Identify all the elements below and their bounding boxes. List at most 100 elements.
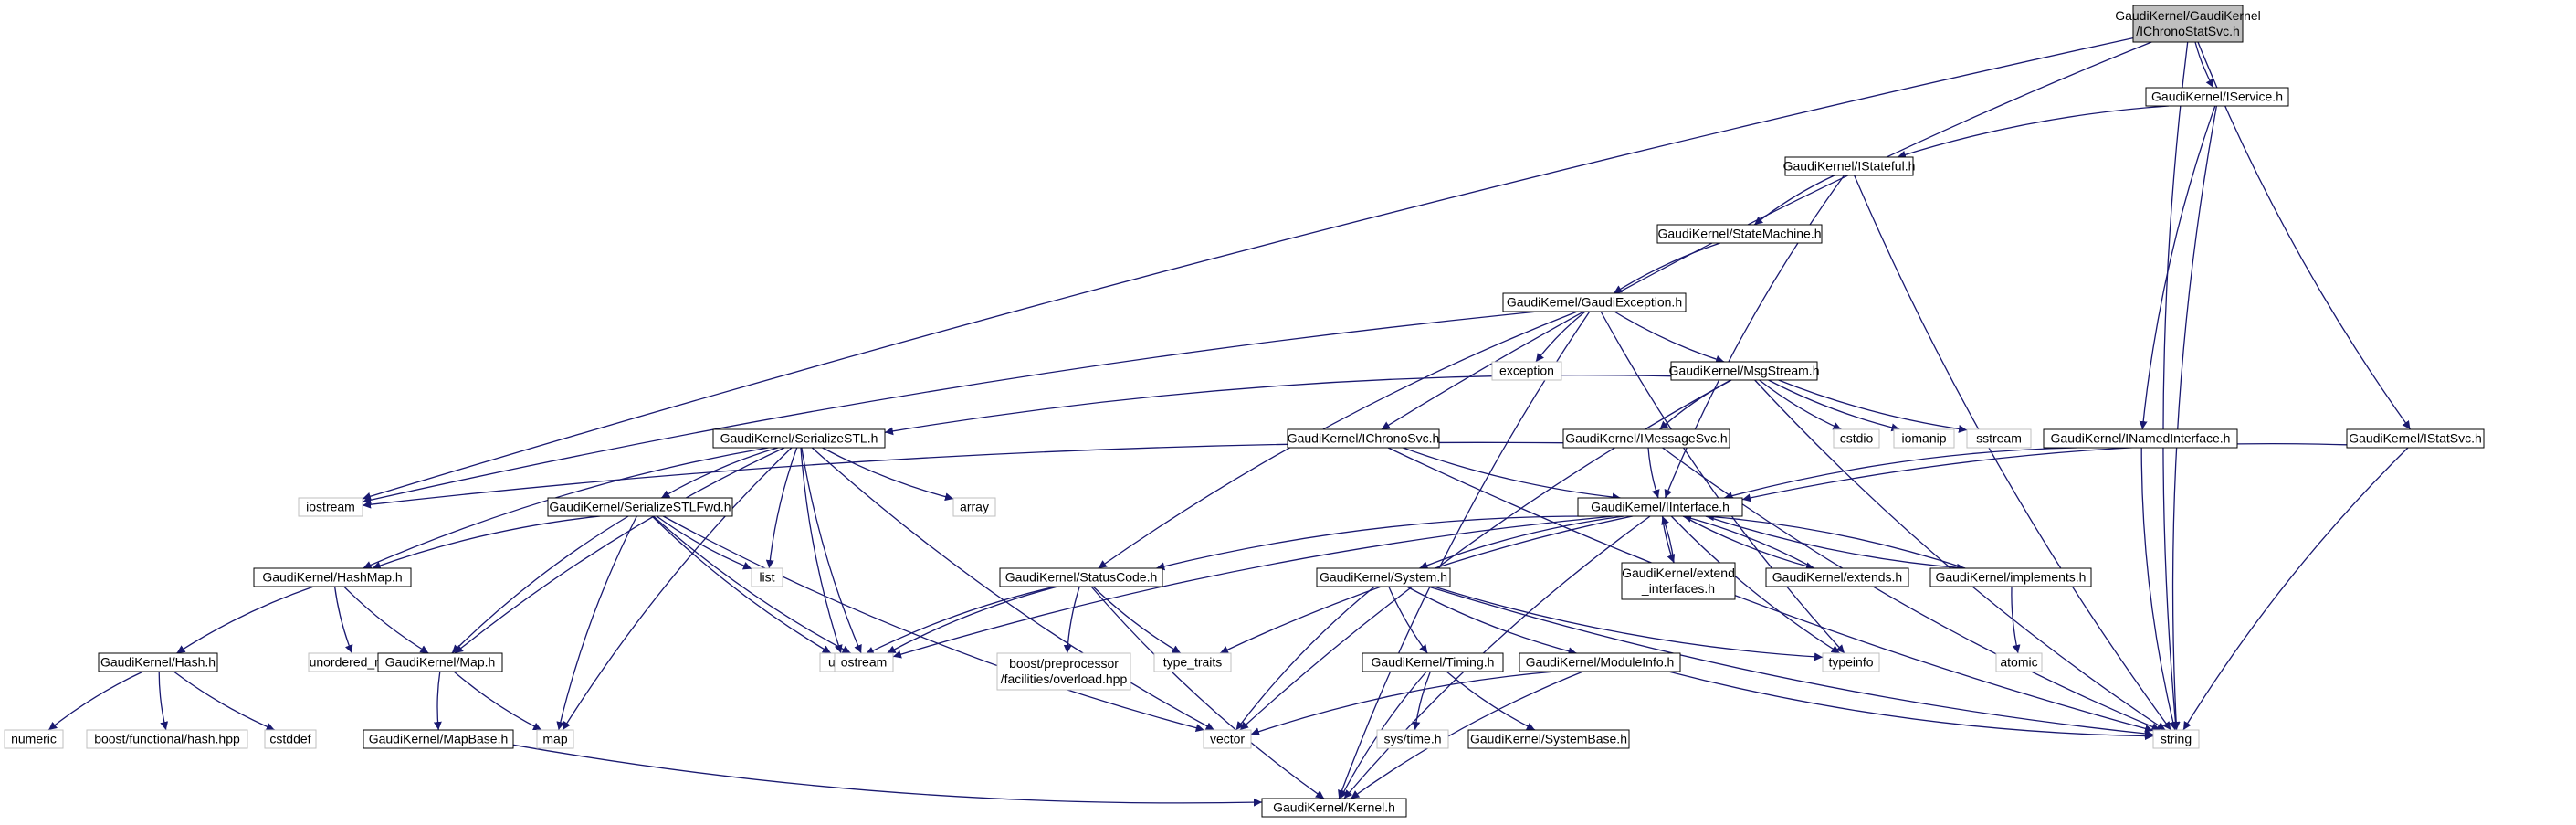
edge-system-to-timing bbox=[1388, 586, 1428, 654]
node-atomic-label: atomic bbox=[2000, 655, 2037, 670]
node-iservice[interactable]: GaudiKernel/IService.h bbox=[2145, 87, 2289, 107]
node-inamedinterface[interactable]: GaudiKernel/INamedInterface.h bbox=[2043, 428, 2238, 449]
node-imessagesvc[interactable]: GaudiKernel/IMessageSvc.h bbox=[1562, 428, 1730, 449]
edge-serializestl-to-serializestlfwd bbox=[660, 447, 778, 499]
node-serializestl-label: GaudiKernel/SerializeSTL.h bbox=[720, 431, 878, 446]
node-inamedinterface-label: GaudiKernel/INamedInterface.h bbox=[2051, 431, 2231, 446]
edge-hashmap-to-unordered_map bbox=[333, 586, 353, 654]
node-istatsvc[interactable]: GaudiKernel/IStatSvc.h bbox=[2346, 428, 2485, 449]
node-iostream-box bbox=[298, 497, 363, 517]
node-mapbase[interactable]: GaudiKernel/MapBase.h bbox=[363, 729, 514, 749]
edge-serializestl-to-map_h bbox=[454, 447, 785, 654]
node-numeric-box bbox=[4, 729, 64, 749]
edge-system-to-typeinfo bbox=[1433, 586, 1824, 661]
edge-ichronosvc-to-string bbox=[1387, 447, 2154, 733]
edge-statuscode-to-utility bbox=[865, 586, 1057, 655]
node-implements[interactable]: GaudiKernel/implements.h bbox=[1929, 567, 2092, 587]
edge-statuscode-to-type_traits bbox=[1092, 586, 1182, 654]
edge-root-to-string bbox=[2162, 41, 2189, 731]
node-extend_interfaces-box bbox=[1621, 562, 1736, 600]
node-map_h-label: GaudiKernel/Map.h bbox=[385, 655, 496, 670]
node-map_h[interactable]: GaudiKernel/Map.h bbox=[377, 652, 503, 672]
node-gaudiexception[interactable]: GaudiKernel/GaudiException.h bbox=[1502, 292, 1687, 312]
node-istateful[interactable]: GaudiKernel/IStateful.h bbox=[1783, 156, 1916, 176]
node-map-label: map bbox=[542, 732, 567, 746]
edge-iinterface-to-typeinfo bbox=[1670, 515, 1841, 654]
node-cstddef-label: cstddef bbox=[269, 732, 310, 746]
edge-statuscode-to-kernel bbox=[1090, 586, 1325, 799]
node-serializestlfwd[interactable]: GaudiKernel/SerializeSTLFwd.h bbox=[547, 497, 733, 517]
node-root[interactable]: GaudiKernel/GaudiKernel/IChronoStatSvc.h bbox=[2115, 5, 2261, 43]
edge-system-to-moduleinfo bbox=[1406, 586, 1577, 656]
node-timing[interactable]: GaudiKernel/Timing.h bbox=[1362, 652, 1504, 672]
node-overload-box bbox=[996, 652, 1131, 691]
node-iinterface[interactable]: GaudiKernel/IInterface.h bbox=[1577, 497, 1743, 517]
edge-hash-to-boosthash bbox=[158, 671, 169, 731]
edge-root-to-iservice bbox=[2194, 41, 2214, 89]
node-iinterface-label: GaudiKernel/IInterface.h bbox=[1591, 500, 1730, 514]
edge-gaudiexception-to-typeinfo bbox=[1600, 311, 1845, 654]
node-cstdio-label: cstdio bbox=[1840, 431, 1874, 446]
node-map-box bbox=[536, 729, 574, 749]
node-moduleinfo[interactable]: GaudiKernel/ModuleInfo.h bbox=[1519, 652, 1681, 672]
node-iservice-label: GaudiKernel/IService.h bbox=[2151, 90, 2283, 104]
edge-iinterface-to-system bbox=[1419, 515, 1624, 569]
node-typeinfo: typeinfo bbox=[1822, 652, 1880, 672]
node-timing-label: GaudiKernel/Timing.h bbox=[1372, 655, 1495, 670]
node-implements-label: GaudiKernel/implements.h bbox=[1936, 570, 2087, 585]
node-boosthash-label: boost/functional/hash.hpp bbox=[94, 732, 240, 746]
node-list: list bbox=[751, 567, 783, 587]
node-extends[interactable]: GaudiKernel/extends.h bbox=[1765, 567, 1909, 587]
node-hash-label: GaudiKernel/Hash.h bbox=[100, 655, 216, 670]
edge-serializestl-to-hashmap bbox=[363, 447, 769, 569]
edge-imessagesvc-to-iostream bbox=[362, 441, 1564, 509]
node-kernel[interactable]: GaudiKernel/Kernel.h bbox=[1261, 798, 1407, 818]
node-statemachine-label: GaudiKernel/StateMachine.h bbox=[1658, 227, 1822, 241]
node-serializestlfwd-label: GaudiKernel/SerializeSTLFwd.h bbox=[549, 500, 731, 514]
edge-istatsvc-to-iinterface bbox=[1741, 442, 2348, 502]
node-ichronosvc-box bbox=[1287, 428, 1440, 449]
node-serializestl[interactable]: GaudiKernel/SerializeSTL.h bbox=[712, 428, 886, 449]
node-gaudiexception-box bbox=[1502, 292, 1687, 312]
node-string-box bbox=[2152, 729, 2200, 749]
node-systembase[interactable]: GaudiKernel/SystemBase.h bbox=[1467, 729, 1630, 749]
node-iinterface-box bbox=[1577, 497, 1743, 517]
node-systembase-box bbox=[1467, 729, 1630, 749]
node-statuscode[interactable]: GaudiKernel/StatusCode.h bbox=[999, 567, 1163, 587]
node-atomic: atomic bbox=[1995, 652, 2043, 672]
edge-gaudiexception-to-msgstream bbox=[1614, 311, 1725, 364]
node-hashmap[interactable]: GaudiKernel/HashMap.h bbox=[253, 567, 412, 587]
node-extend_interfaces[interactable]: GaudiKernel/extend_interfaces.h bbox=[1621, 562, 1736, 600]
edge-istateful-to-string bbox=[1854, 175, 2171, 731]
node-msgstream[interactable]: GaudiKernel/MsgStream.h bbox=[1669, 361, 1820, 381]
node-statemachine[interactable]: GaudiKernel/StateMachine.h bbox=[1656, 224, 1823, 244]
edge-iinterface-to-extends bbox=[1682, 515, 1814, 571]
edge-istatsvc-to-string bbox=[2182, 447, 2409, 731]
edge-serializestlfwd-to-map bbox=[556, 515, 637, 731]
node-system[interactable]: GaudiKernel/System.h bbox=[1316, 567, 1451, 587]
edge-msgstream-to-vector bbox=[1239, 379, 1732, 731]
edge-serializestlfwd-to-hashmap bbox=[372, 515, 601, 570]
node-hash-box bbox=[98, 652, 218, 672]
node-type_traits-box bbox=[1153, 652, 1232, 672]
node-ichronosvc[interactable]: GaudiKernel/IChronoSvc.h bbox=[1287, 428, 1440, 449]
node-iomanip-box bbox=[1893, 428, 1955, 449]
node-statemachine-box bbox=[1656, 224, 1823, 244]
edge-inamedinterface-to-string bbox=[2140, 447, 2178, 731]
edge-mapbase-to-kernel bbox=[512, 744, 1263, 807]
edge-msgstream-to-serializestl bbox=[884, 375, 1672, 436]
node-sstream: sstream bbox=[1966, 428, 2032, 449]
edge-gaudiexception-to-statuscode bbox=[1098, 311, 1578, 569]
node-iostream: iostream bbox=[298, 497, 363, 517]
edge-istateful-to-statemachine bbox=[1753, 175, 1835, 226]
node-kernel-label: GaudiKernel/Kernel.h bbox=[1273, 800, 1395, 815]
node-istatsvc-label: GaudiKernel/IStatSvc.h bbox=[2349, 431, 2482, 446]
node-extend_interfaces-label: GaudiKernel/extend bbox=[1622, 566, 1735, 580]
node-serializestl-box bbox=[712, 428, 886, 449]
node-list-label: list bbox=[759, 570, 774, 585]
node-mapbase-label: GaudiKernel/MapBase.h bbox=[369, 732, 509, 746]
node-map: map bbox=[536, 729, 574, 749]
node-hash[interactable]: GaudiKernel/Hash.h bbox=[98, 652, 218, 672]
node-root-label: GaudiKernel/GaudiKernel bbox=[2115, 8, 2261, 23]
edge-extend_interfaces-to-iinterface bbox=[1661, 515, 1675, 564]
